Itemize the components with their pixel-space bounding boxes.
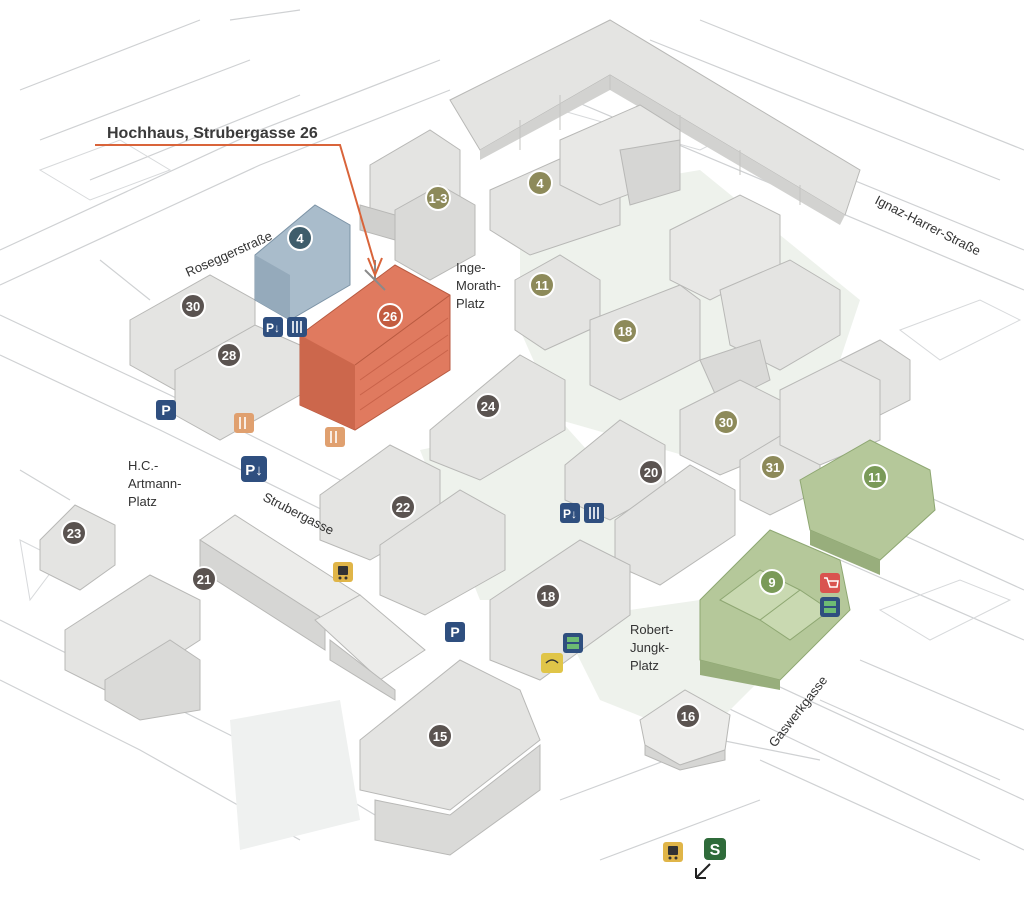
service-icons: P↓ P P↓ P P↓ S bbox=[156, 317, 840, 879]
place-robert-line3: Platz bbox=[630, 658, 659, 673]
park-and-ride-icon[interactable]: P↓ bbox=[241, 456, 267, 482]
building-4-blue bbox=[254, 204, 351, 321]
svg-text:P↓: P↓ bbox=[563, 507, 577, 521]
svg-text:30: 30 bbox=[719, 415, 733, 430]
buildings-green bbox=[699, 439, 936, 690]
place-inge-line1: Inge- bbox=[456, 260, 486, 275]
place-robert-line1: Robert- bbox=[630, 622, 673, 637]
svg-text:P↓: P↓ bbox=[266, 321, 280, 335]
bus-stop-icon-bottom[interactable] bbox=[663, 842, 683, 862]
bank-icon-18[interactable] bbox=[563, 633, 583, 653]
marker-28[interactable]: 28 bbox=[216, 342, 242, 368]
place-hc-line2: Artmann- bbox=[128, 476, 181, 491]
building-long-row bbox=[449, 19, 861, 225]
building-26-highlight bbox=[299, 260, 451, 431]
marker-22[interactable]: 22 bbox=[390, 494, 416, 520]
place-labels: Inge- Morath- Platz H.C.- Artmann- Platz… bbox=[128, 260, 673, 673]
svg-text:21: 21 bbox=[197, 572, 211, 587]
marker-16[interactable]: 16 bbox=[675, 703, 701, 729]
parking-icon-center[interactable]: P bbox=[445, 622, 465, 642]
number-markers: 4 1-3 4 30 26 11 28 18 24 30 20 31 11 22… bbox=[61, 170, 888, 749]
restaurant-icon-20[interactable] bbox=[584, 503, 604, 523]
s-bahn-icon[interactable]: S bbox=[704, 838, 726, 860]
svg-text:24: 24 bbox=[481, 399, 496, 414]
marker-9[interactable]: 9 bbox=[759, 569, 785, 595]
svg-text:S: S bbox=[710, 842, 721, 859]
restaurant-icon[interactable] bbox=[287, 317, 307, 337]
marker-1-3[interactable]: 1-3 bbox=[425, 185, 451, 211]
place-inge-line3: Platz bbox=[456, 296, 485, 311]
marker-11-left[interactable]: 11 bbox=[529, 272, 555, 298]
callout: Hochhaus, Strubergasse 26 bbox=[95, 125, 383, 278]
bus-stop-icon-strubergasse[interactable] bbox=[333, 562, 353, 582]
marker-30-left[interactable]: 30 bbox=[180, 293, 206, 319]
svg-text:4: 4 bbox=[536, 176, 544, 191]
parking-ride-icon[interactable]: P↓ bbox=[263, 317, 283, 337]
svg-text:26: 26 bbox=[383, 309, 397, 324]
svg-text:P: P bbox=[450, 624, 459, 640]
svg-text:20: 20 bbox=[644, 465, 658, 480]
place-inge-line2: Morath- bbox=[456, 278, 501, 293]
svg-text:31: 31 bbox=[766, 460, 780, 475]
parking-icon-left[interactable]: P bbox=[156, 400, 176, 420]
svg-text:28: 28 bbox=[222, 348, 236, 363]
food-icon-26[interactable] bbox=[325, 427, 345, 447]
svg-text:23: 23 bbox=[67, 526, 81, 541]
marker-18-upper[interactable]: 18 bbox=[612, 318, 638, 344]
marker-4-blue[interactable]: 4 bbox=[287, 225, 313, 251]
marker-23[interactable]: 23 bbox=[61, 520, 87, 546]
place-hc-line1: H.C.- bbox=[128, 458, 158, 473]
place-robert-line2: Jungk- bbox=[630, 640, 669, 655]
direction-arrow-icon bbox=[695, 863, 711, 879]
marker-26[interactable]: 26 bbox=[377, 303, 403, 329]
svg-text:11: 11 bbox=[535, 278, 549, 293]
svg-text:P: P bbox=[161, 402, 170, 418]
marker-11-green[interactable]: 11 bbox=[862, 464, 888, 490]
parking-ride-icon-20[interactable]: P↓ bbox=[560, 503, 580, 523]
food-icon-28[interactable] bbox=[234, 413, 254, 433]
place-hc-line3: Platz bbox=[128, 494, 157, 509]
svg-text:1-3: 1-3 bbox=[429, 191, 448, 206]
buildings-grey bbox=[39, 104, 911, 856]
svg-text:11: 11 bbox=[868, 470, 882, 485]
svg-text:18: 18 bbox=[541, 589, 555, 604]
marker-31[interactable]: 31 bbox=[760, 454, 786, 480]
marker-24[interactable]: 24 bbox=[475, 393, 501, 419]
svg-text:15: 15 bbox=[433, 729, 447, 744]
svg-text:9: 9 bbox=[768, 575, 775, 590]
marker-30-right[interactable]: 30 bbox=[713, 409, 739, 435]
marker-4[interactable]: 4 bbox=[527, 170, 553, 196]
svg-text:22: 22 bbox=[396, 500, 410, 515]
bank-icon-9[interactable] bbox=[820, 597, 840, 617]
svg-text:16: 16 bbox=[681, 709, 695, 724]
svg-text:P↓: P↓ bbox=[245, 462, 263, 479]
marker-20[interactable]: 20 bbox=[638, 459, 664, 485]
svg-text:4: 4 bbox=[296, 231, 304, 246]
marker-21[interactable]: 21 bbox=[191, 566, 217, 592]
marker-18-lower[interactable]: 18 bbox=[535, 583, 561, 609]
svg-text:30: 30 bbox=[186, 299, 200, 314]
shopping-cart-icon[interactable] bbox=[820, 573, 840, 593]
street-label-ignaz: Ignaz-Harrer-Straße bbox=[873, 192, 983, 258]
marker-15[interactable]: 15 bbox=[427, 723, 453, 749]
callout-title: Hochhaus, Strubergasse 26 bbox=[107, 125, 318, 142]
svg-text:18: 18 bbox=[618, 324, 632, 339]
post-office-icon[interactable] bbox=[541, 653, 563, 673]
